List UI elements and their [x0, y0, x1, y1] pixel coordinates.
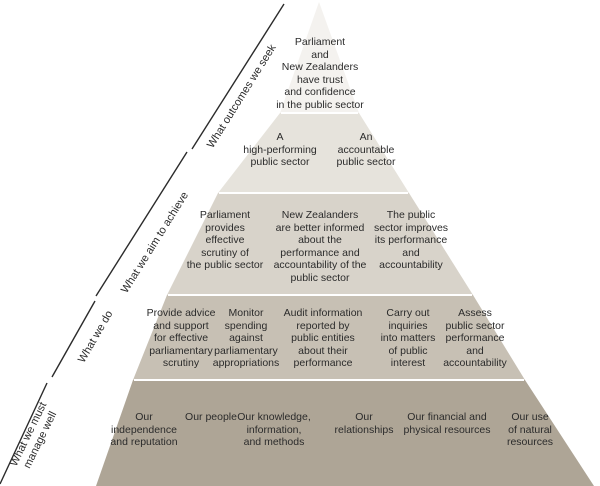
- manage-natural-resources: Our use of natural resources: [506, 411, 554, 449]
- manage-relationships: Our relationships: [334, 411, 394, 436]
- aim-accountable: An accountable public sector: [336, 131, 396, 169]
- achieve-sector-improves: The public sector improves its performan…: [373, 209, 449, 272]
- tier-achieve-shape: [167, 193, 473, 295]
- tier-do-shape: [133, 295, 525, 380]
- outcome-trust-confidence: Parliament and New Zealanders have trust…: [276, 36, 364, 111]
- tier-manage-shape: [96, 380, 594, 486]
- do-assess-performance: Assess public sector performance and acc…: [443, 307, 507, 370]
- do-advice-support: Provide advice and support for effective…: [146, 307, 216, 370]
- aim-high-performing: A high-performing public sector: [243, 131, 317, 169]
- manage-financial-physical: Our financial and physical resources: [403, 411, 491, 436]
- manage-knowledge: Our knowledge, information, and methods: [237, 411, 311, 449]
- manage-people: Our people: [185, 411, 237, 423]
- do-inquiries: Carry out inquiries into matters of publ…: [380, 307, 436, 370]
- do-audit-information: Audit information reported by public ent…: [283, 307, 363, 370]
- achieve-nz-informed: New Zealanders are better informed about…: [273, 209, 367, 284]
- axis-aims: [95, 151, 188, 297]
- axis-manage: [0, 382, 48, 485]
- manage-independence: Our independence and reputation: [110, 411, 178, 449]
- tier-aims-shape: [218, 113, 409, 193]
- axis-outcomes: [191, 3, 285, 150]
- do-monitor-spending: Monitor spending against parliamentary a…: [212, 307, 280, 370]
- axis-do: [51, 300, 96, 378]
- achieve-parliament-scrutiny: Parliament provides effective scrutiny o…: [186, 209, 264, 272]
- tier-outcomes-shape: [280, 2, 359, 113]
